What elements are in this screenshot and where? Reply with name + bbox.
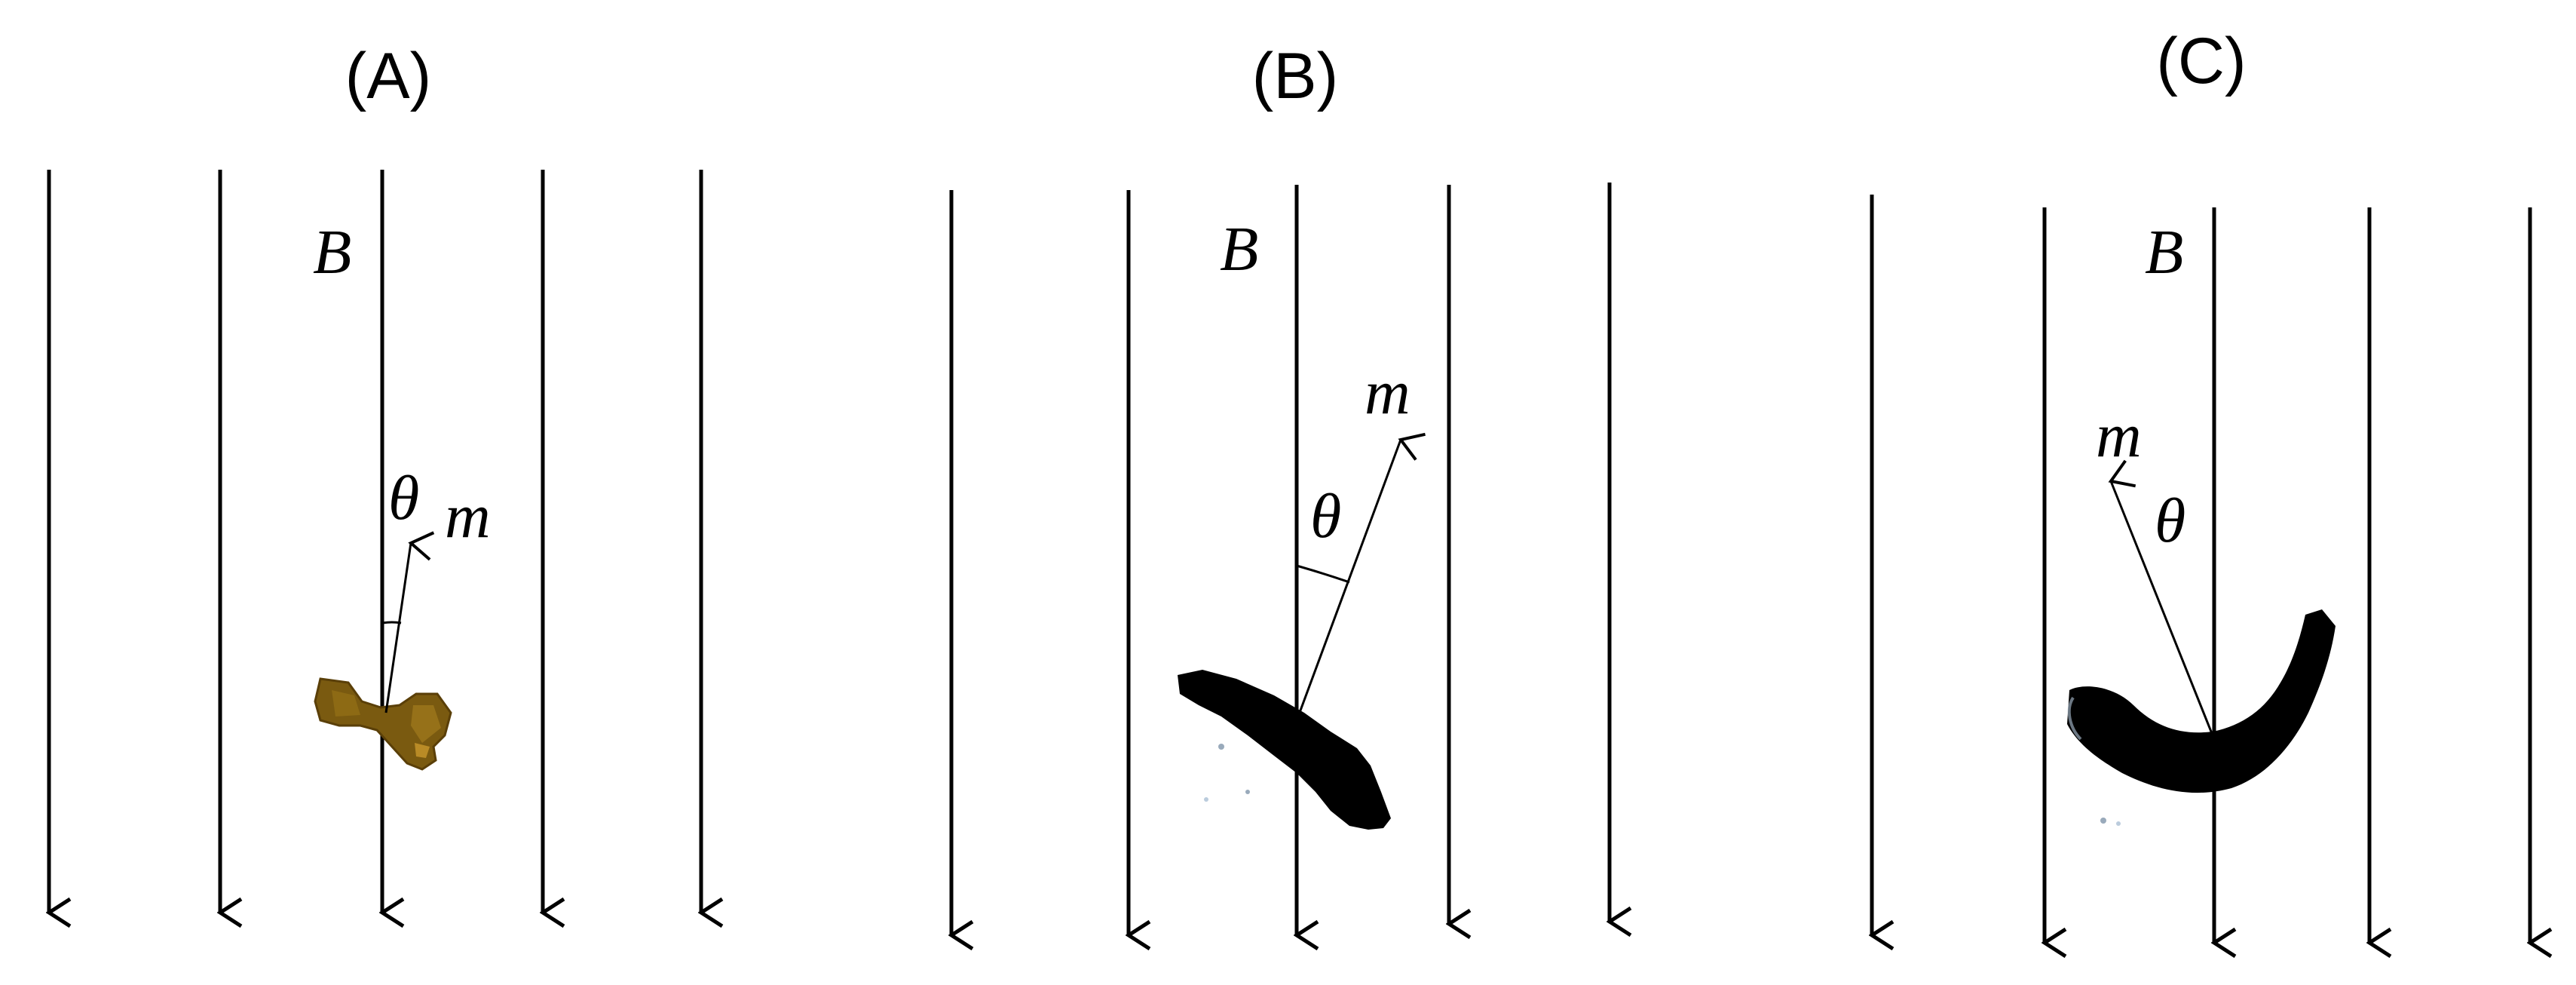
panel-b-angle-symbol: θ xyxy=(1310,481,1341,551)
panel-b-angle-arc xyxy=(1296,564,1350,584)
panel-c-sample xyxy=(2067,609,2336,826)
panel-a-angle-symbol: θ xyxy=(388,463,419,533)
panel-a-angle-arc xyxy=(381,621,402,624)
panel-c-moment-symbol: m xyxy=(2096,400,2142,471)
panel-c-field-symbol: B xyxy=(2145,217,2183,287)
panel-a: (A) B θ m xyxy=(49,40,701,913)
panel-c-angle-symbol: θ xyxy=(2155,486,2185,556)
panel-a-moment-symbol: m xyxy=(445,481,491,551)
panel-b: (B) B θ m xyxy=(951,40,1610,935)
panel-b-field-symbol: B xyxy=(1220,214,1258,284)
panel-b-sample xyxy=(1178,670,1391,830)
panel-b-moment-arrow xyxy=(1297,432,1426,717)
panel-a-sample xyxy=(314,677,452,771)
panel-a-moment-arrow xyxy=(384,531,435,713)
panel-a-field-symbol: B xyxy=(313,217,351,287)
panel-b-label: (B) xyxy=(1252,40,1339,112)
panel-c: (C) B θ m xyxy=(1872,25,2530,943)
panel-b-field-lines xyxy=(951,183,1610,935)
panel-a-label: (A) xyxy=(345,40,432,112)
panel-b-moment-symbol: m xyxy=(1365,357,1411,428)
panel-c-moment-arrow xyxy=(2108,459,2214,736)
panel-a-field-lines xyxy=(49,170,701,913)
panel-c-label: (C) xyxy=(2156,25,2246,97)
panel-c-field-lines xyxy=(1872,195,2530,943)
